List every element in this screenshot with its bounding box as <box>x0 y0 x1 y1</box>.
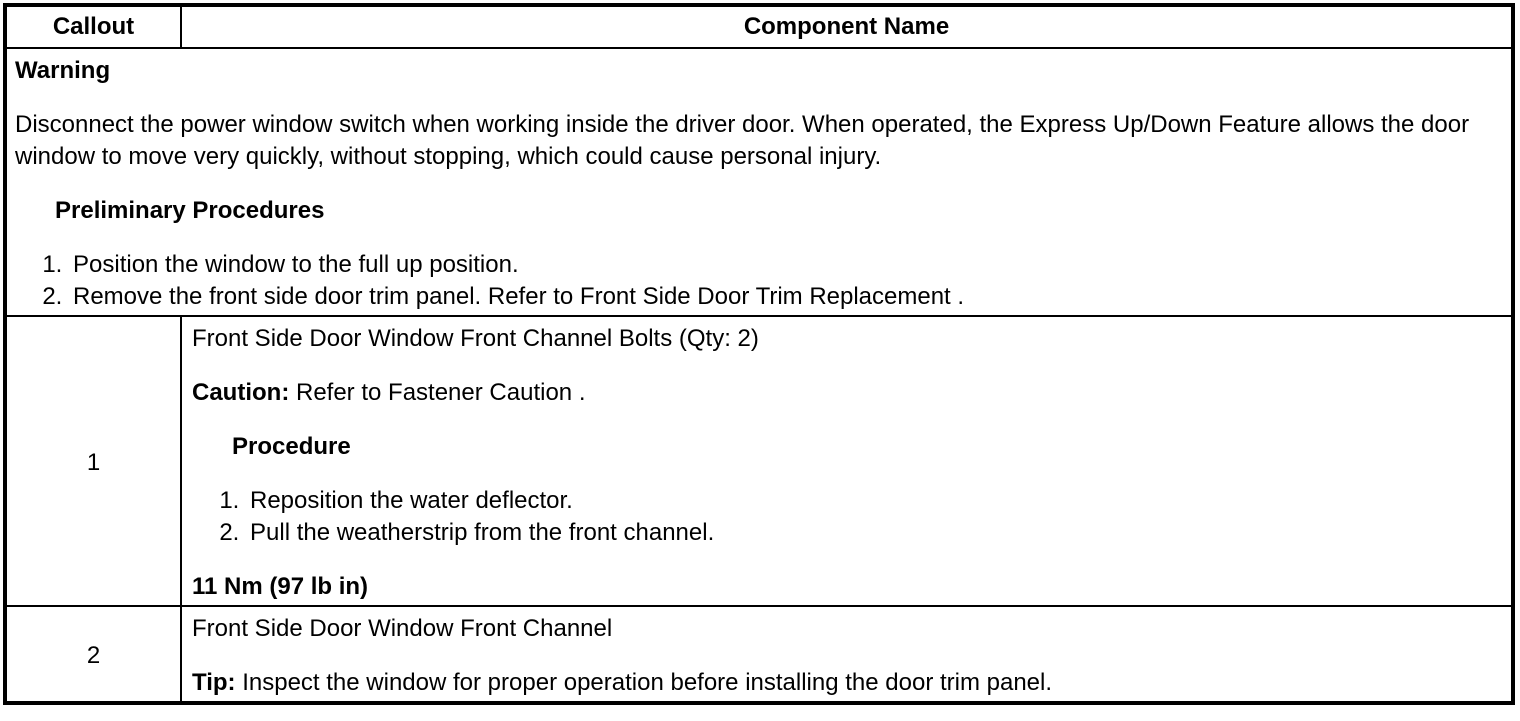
preliminary-step-text: Position the window to the full up posit… <box>73 251 519 278</box>
preliminary-procedures-heading: Preliminary Procedures <box>55 197 325 224</box>
procedure-heading: Procedure <box>232 433 351 460</box>
preliminary-step: Position the window to the full up posit… <box>69 249 1503 281</box>
component-cell: Front Side Door Window Front Channel Bol… <box>180 315 1514 607</box>
caution-label: Caution: <box>192 379 290 406</box>
component-cell: Front Side Door Window Front Channel Tip… <box>180 605 1514 704</box>
preliminary-step-text: Remove the front side door trim panel. R… <box>73 283 574 310</box>
service-manual-page: Callout Component Name Warning Disconnec… <box>0 3 1520 721</box>
preliminary-step-suffix: . <box>957 283 965 310</box>
procedure-step-text: Reposition the water deflector. <box>250 487 573 514</box>
warning-row: Warning Disconnect the power window swit… <box>4 47 1514 317</box>
warning-body: Disconnect the power window switch when … <box>15 111 1470 170</box>
trim-replacement-link[interactable]: Front Side Door Trim Replacement <box>579 283 951 310</box>
tip-label: Tip: <box>192 669 236 696</box>
table-row: 2 Front Side Door Window Front Channel T… <box>4 605 1514 704</box>
caution-note: Caution: Refer to Fastener Caution . <box>192 377 1503 409</box>
callout-column-header: Callout <box>4 4 182 49</box>
warning-title: Warning <box>15 57 111 84</box>
torque-spec: 11 Nm (97 lb in) <box>192 573 369 600</box>
component-name: Front Side Door Window Front Channel Bol… <box>192 325 759 352</box>
component-callout-table: Callout Component Name Warning Disconnec… <box>3 3 1515 705</box>
tip-text: Inspect the window for proper operation … <box>242 669 1053 696</box>
preliminary-step: Remove the front side door trim panel. R… <box>69 281 1503 313</box>
component-name: Front Side Door Window Front Channel <box>192 615 613 642</box>
procedure-step-text: Pull the weatherstrip from the front cha… <box>250 519 715 546</box>
callout-number: 2 <box>4 605 182 704</box>
caution-text: Refer to <box>295 379 382 406</box>
tip-note: Tip: Inspect the window for proper opera… <box>192 667 1503 699</box>
procedure-step: Pull the weatherstrip from the front cha… <box>246 517 1503 549</box>
procedure-step: Reposition the water deflector. <box>246 485 1503 517</box>
fastener-caution-link[interactable]: Fastener Caution <box>388 379 573 406</box>
table-header-row: Callout Component Name <box>4 4 1514 49</box>
caution-suffix: . <box>578 379 586 406</box>
table-row: 1 Front Side Door Window Front Channel B… <box>4 315 1514 607</box>
procedure-steps-list: Reposition the water deflector. Pull the… <box>192 485 1503 549</box>
warning-cell: Warning Disconnect the power window swit… <box>4 47 1514 317</box>
component-name-column-header: Component Name <box>180 4 1514 49</box>
callout-number: 1 <box>4 315 182 607</box>
preliminary-steps-list: Position the window to the full up posit… <box>15 249 1503 313</box>
